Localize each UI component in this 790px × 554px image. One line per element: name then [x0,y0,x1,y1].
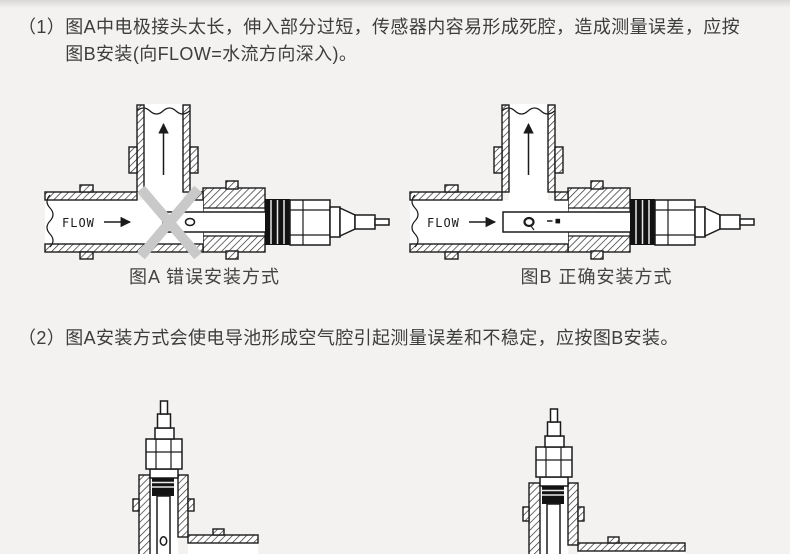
conductivity-sensor [145,400,183,554]
sensor-hex-nut [535,446,573,478]
x-mark [137,185,202,260]
sensor-cable-tip [374,218,390,226]
sensor-cable-tip [549,408,559,423]
electrode-hole [523,216,535,228]
sensor-hex-nut [145,438,183,470]
item-1-marker: （1） [18,17,66,37]
conductivity-sensor [535,408,573,554]
sensor-cable-tip [739,218,755,226]
instruction-item-2: （2） 图A安装方式会使电导池形成空气腔引起测量误差和不稳定，应按图B安装。 [18,325,774,352]
elbow-pipe [577,536,686,554]
item-2-text: 图A安装方式会使电导池形成空气腔引起测量误差和不稳定，应按图B安装。 [65,328,679,348]
elbow-pipe [187,528,259,554]
figure-a-caption: 图A 错误安装方式 [128,267,280,287]
bottom-right-elbow-installation-diagram [522,408,686,554]
vertical-pipe [128,104,199,201]
figure-a-wrong-installation-diagram: FLOW [44,104,390,260]
sensor-hex-nut [654,199,696,246]
instruction-item-1: （1） 图A中电极接头太长，伸入部分过短，传感器内容易形成死腔，造成测量误差，应… [18,14,774,68]
item-1-text: 图A中电极接头太长，伸入部分过短，传感器内容易形成死腔，造成测量误差，应按图B安… [65,17,741,64]
figure-b-correct-installation-diagram: FLOW [409,104,755,260]
electrode-tip-mark [555,218,561,224]
sensor-cable-tip [159,400,169,415]
conductivity-sensor [502,199,755,246]
sensor-hex-nut [289,199,331,246]
electrode-hole [184,217,196,227]
flow-label: FLOW [62,216,95,230]
electrode-hole [159,536,168,546]
bottom-left-elbow-installation-diagram [132,400,259,554]
figure-b-caption: 图B 正确安装方式 [520,267,673,287]
flow-label: FLOW [427,216,460,230]
conductivity-sensor [162,199,390,246]
item-2-marker: （2） [18,328,66,348]
sensor-probe [546,503,561,554]
vertical-pipe [493,104,564,212]
page-top-shadow [0,0,790,8]
